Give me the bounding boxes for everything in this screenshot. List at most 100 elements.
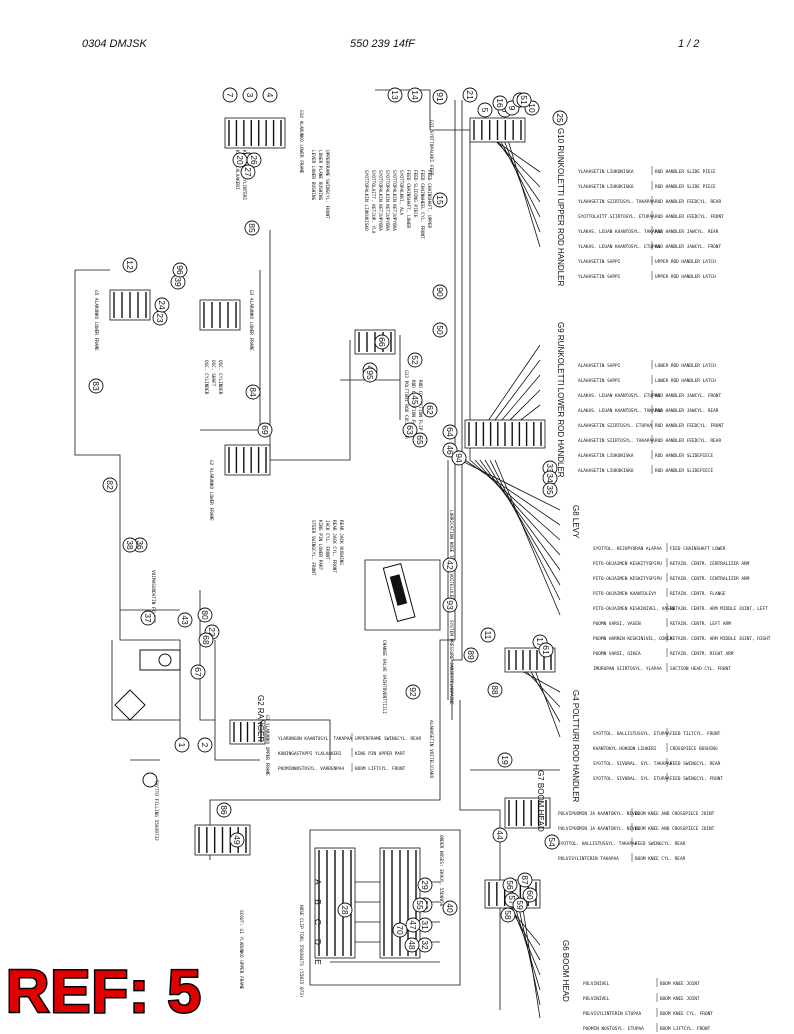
block-1-row-7-en: UPPER ROD HANDLER LATCH <box>655 259 716 265</box>
callout-number: 62 <box>425 405 435 415</box>
callout-27: 27 <box>240 164 256 180</box>
block-1-row-8-fi: YLAHASETIN SAPPI <box>578 274 621 280</box>
callout-37: 37 <box>140 610 156 626</box>
callout-bubble <box>140 610 156 626</box>
callout-bubble <box>552 110 568 126</box>
block-2-row-6-en: ROD HANDLER FEEDCYL. REAR <box>655 438 721 444</box>
callout-number: 35 <box>545 485 555 495</box>
grease-gun-symbol <box>382 562 416 622</box>
callout-86: 86 <box>216 802 232 818</box>
block-5-row-1-en: BOOM KNEE AND CROSSPIECE JOINT <box>635 811 715 817</box>
callout-26: 26 <box>246 152 262 168</box>
rotated-label-12: G14 ALARUNKO LOWER FRAME <box>298 110 304 174</box>
callout-bubble <box>412 897 428 913</box>
block-6-row-2-fi: POLVINIVEL <box>583 996 610 1002</box>
callout-bubble <box>374 334 390 350</box>
callout-number: 95 <box>365 370 375 380</box>
block-6-row-4-fi: PUOMIN NOSTOSYL. ETUPAA <box>583 1026 644 1032</box>
callout-bubble <box>432 284 448 300</box>
callout-number: 24 <box>157 300 167 310</box>
callout-number: 88 <box>490 685 500 695</box>
block-1-row-2-en: ROD HANDLER SLIDE PIECE <box>655 184 716 190</box>
callout-number: 15 <box>435 195 445 205</box>
callout-number: 60 <box>525 890 535 900</box>
callout-number: 27 <box>243 167 253 177</box>
block-5-row-3-en: FEED SWINGCYL. REAR <box>635 841 686 847</box>
block-1-row-2-fi: YLAHASETIN LIUKUKISKO <box>578 184 634 190</box>
callout-number: 37 <box>143 613 153 623</box>
callout-bubble <box>412 432 428 448</box>
block-7-row-1-en: UPPERFRAME SWINGCYL. REAR <box>355 736 421 742</box>
callout-number: 26 <box>249 155 259 165</box>
callout-bubble <box>407 87 423 103</box>
callout-96: 96 <box>172 262 188 278</box>
block-3-row-2-fi: PITO-OHJAIMEN KESKITYSPIPU <box>593 561 662 567</box>
callout-number: 22 <box>207 627 217 637</box>
callout-bubble <box>405 917 421 933</box>
callout-bubble <box>462 87 478 103</box>
block-2-row-2-en: LOWER ROD HANDLER LATCH <box>655 378 716 384</box>
callout-number: 49 <box>232 835 242 845</box>
block-3-row-9-fi: IMUROPAN SIIRTOSYL. YLAPAA <box>593 666 662 672</box>
callout-number: 7 <box>225 93 235 98</box>
block-3-row-4-en: RETAIN. CENTR. FLANGE <box>670 591 726 597</box>
fan-line-24 <box>534 669 561 738</box>
callout-bubble <box>502 877 518 893</box>
manifold-9 <box>504 797 551 829</box>
block-3-row-9-en: SUCTION HEAD CYL. FRONT <box>670 666 731 672</box>
callout-52: 52 <box>407 352 423 368</box>
block-3-row-3-fi: PITO-OHJAIMEN KESKITYSPIPU <box>593 576 662 582</box>
block-7-row-2-en: KING PIN UPPER PART <box>355 751 406 757</box>
hose-line-6 <box>74 270 121 560</box>
callout-number: 92 <box>408 687 418 697</box>
hose-line-10 <box>199 590 215 721</box>
hose-line-9 <box>119 560 181 740</box>
callout-48: 48 <box>404 937 420 953</box>
fan-line-21 <box>519 669 561 693</box>
block-6-row-1-en: BOOM KNEE JOINT <box>660 981 700 987</box>
callout-bubble <box>480 627 496 643</box>
rotated-label-30: KING PIN LOWER PART <box>317 520 323 571</box>
callout-bubble <box>407 392 423 408</box>
block-5-row-2-fi: POLVIPUOMIN JA KAANTOKYL. NIVEL <box>558 826 640 832</box>
callout-68: 68 <box>198 632 214 648</box>
manifold-layer <box>109 117 556 959</box>
block-4-row-2-en: CROSSPIECE BUSHING <box>670 746 718 752</box>
callout-number: 58 <box>503 910 513 920</box>
callout-bubble <box>122 537 138 553</box>
callout-number: 19 <box>500 755 510 765</box>
callout-number: 31 <box>420 920 430 930</box>
block-3-row-3-en: RETAIN. CENTR. CENTRALIZER ARM <box>670 576 750 582</box>
rotated-label-11: FEED CHAINSHAFT, UPPER <box>426 170 432 229</box>
callout-43: 43 <box>177 612 193 628</box>
callout-55: 55 <box>412 897 428 913</box>
fan-line-17 <box>479 459 561 571</box>
hose-line-4 <box>270 340 351 461</box>
callout-bubble <box>432 322 448 338</box>
callout-number: 38 <box>125 540 135 550</box>
callout-number: 23 <box>155 313 165 323</box>
callout-bubble <box>262 87 278 103</box>
block-1-row-8-en: UPPER ROD HANDLER LATCH <box>655 274 716 280</box>
callout-19: 19 <box>497 752 513 768</box>
block-title-7: G2 RANGER <box>256 695 265 742</box>
callout-number: 5 <box>480 108 490 113</box>
callout-93: 93 <box>442 597 458 613</box>
block-7-row-1-fi: YLARUNGON KAANTOSYL. TAKAPAA <box>278 736 352 742</box>
callout-89: 89 <box>463 647 479 663</box>
callout-bubble <box>198 632 214 648</box>
callout-number: 20 <box>235 155 245 165</box>
callout-bubble <box>516 92 532 108</box>
callout-65: 65 <box>412 432 428 448</box>
block-4-row-1-en: FEED TILTCYL. FRONT <box>670 731 721 737</box>
header-left: 0304 DMJSK <box>82 38 147 50</box>
callout-bubble <box>174 737 190 753</box>
rotated-label-8: FEED CHAINSHAFT, LOWER <box>405 170 411 229</box>
callout-61: 61 <box>538 642 554 658</box>
manifold-body <box>224 117 286 149</box>
block-2-row-2-fi: ALAHASETIN SAPPI <box>578 378 621 384</box>
block-2-row-7-fi: ALAHASETIN LIUKUNISKA <box>578 453 634 459</box>
hose-row-E: E <box>313 959 323 965</box>
callout-3: 3 <box>242 87 258 103</box>
